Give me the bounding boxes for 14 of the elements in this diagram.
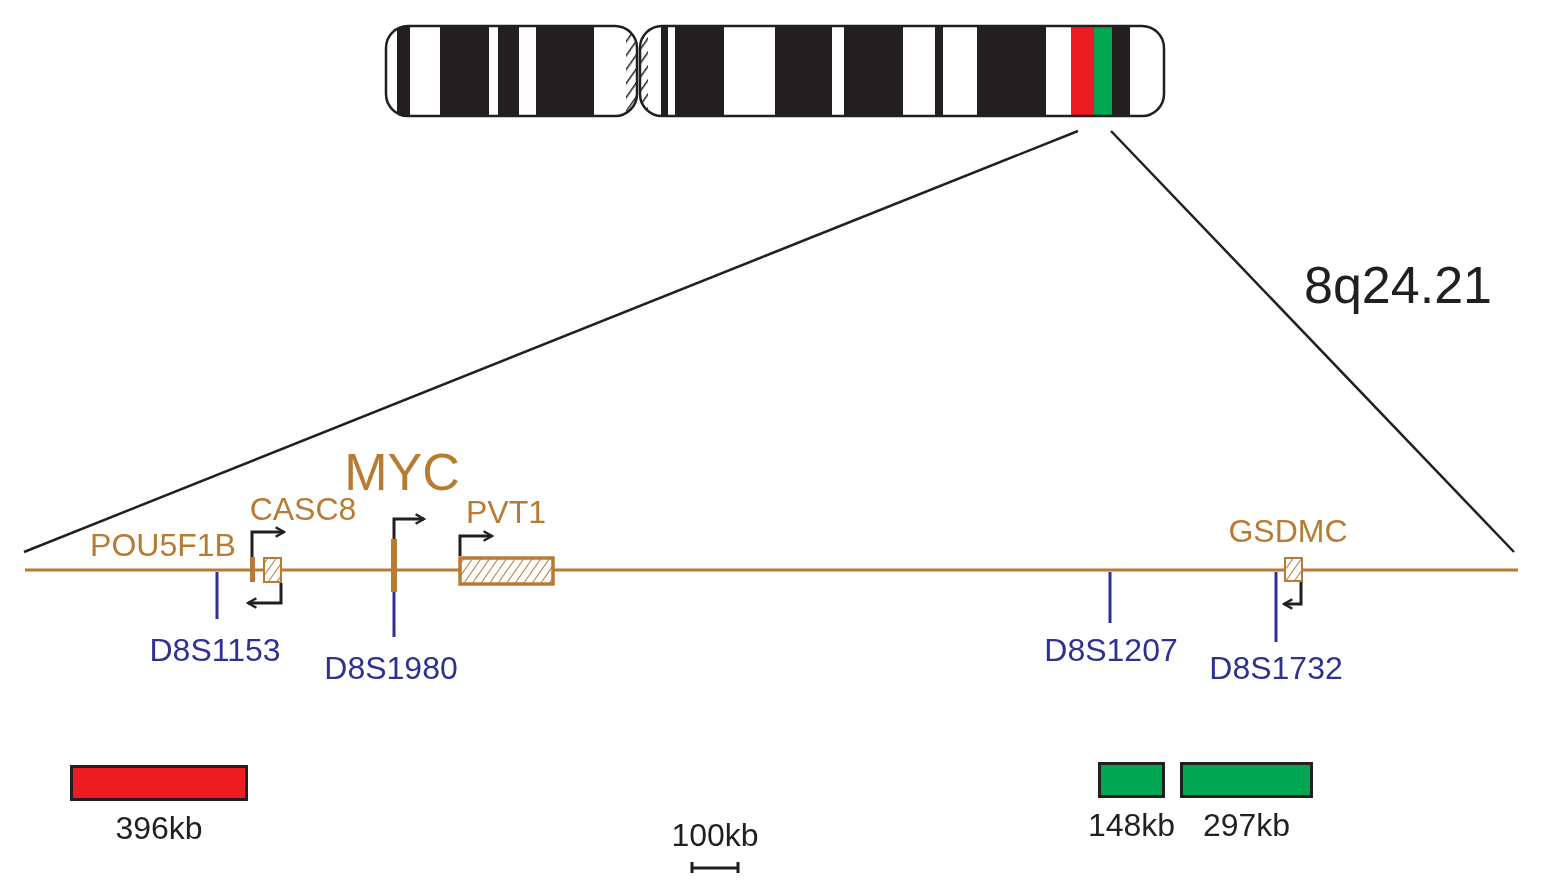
- scale-label: 100kb: [671, 819, 759, 851]
- marker-label: D8S1980: [324, 652, 458, 684]
- size-label: 148kb: [1087, 809, 1176, 841]
- marker-label: D8S1732: [1209, 652, 1343, 684]
- size-bar: [1180, 762, 1313, 798]
- gene-label: GSDMC: [1228, 515, 1348, 547]
- size-label: 396kb: [115, 812, 203, 844]
- size-bar: [70, 765, 248, 801]
- size-bar: [1098, 762, 1165, 798]
- size-label: 297kb: [1202, 809, 1291, 841]
- gene-label: POU5F1B: [90, 529, 236, 561]
- marker-label: D8S1153: [149, 634, 281, 666]
- marker-label: D8S1207: [1044, 634, 1178, 666]
- gene-label: PVT1: [466, 496, 546, 528]
